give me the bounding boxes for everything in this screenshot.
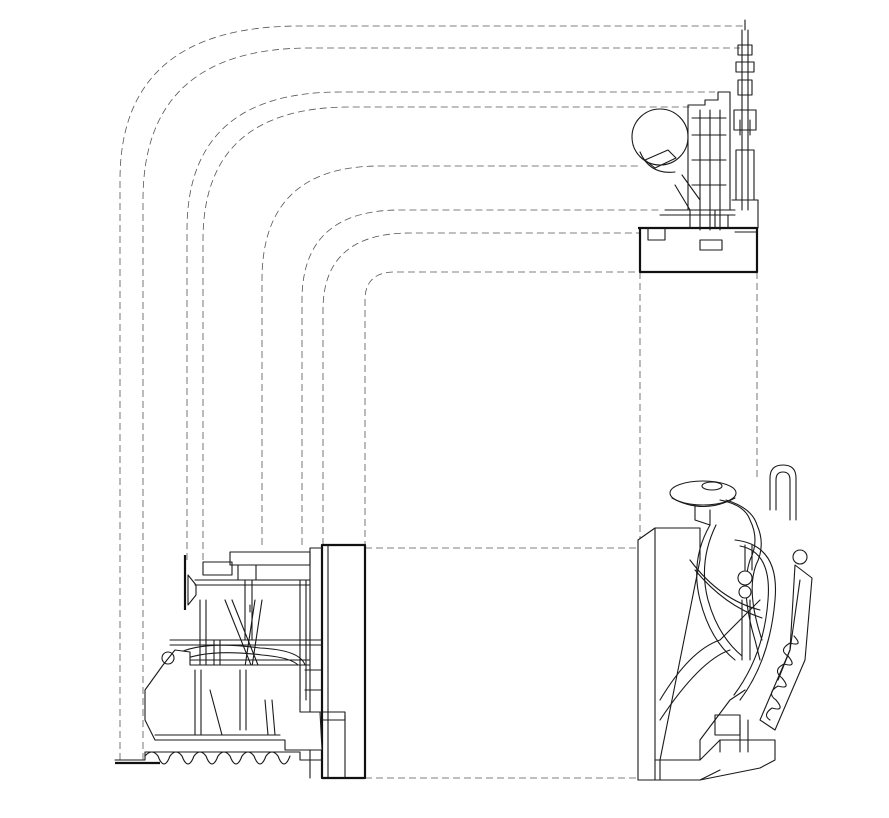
top-view: [631, 19, 759, 274]
projection-line-1: [119, 25, 745, 760]
top-view-tower: [741, 29, 749, 211]
isometric-sphere-3: [792, 549, 808, 565]
projection-line-8: [364, 271, 640, 548]
isometric-hook: [769, 464, 797, 521]
isometric-coil-column: [759, 564, 813, 731]
isometric-sphere-1: [737, 570, 753, 586]
isometric-block: [637, 527, 701, 781]
front-view: [114, 543, 367, 780]
isometric-dish: [669, 480, 737, 506]
isometric-view: [637, 464, 813, 781]
projection-line-5: [261, 165, 640, 545]
front-view-body: [144, 649, 323, 751]
projection-line-2: [142, 47, 740, 760]
projection-line-7: [322, 232, 640, 545]
projection-line-4: [202, 106, 690, 560]
projection-line-6: [301, 209, 660, 545]
front-view-wall: [320, 543, 367, 780]
projection-line-3: [186, 91, 715, 560]
top-view-base: [638, 226, 759, 274]
front-view-coils: [144, 751, 291, 765]
projection-lines: [119, 25, 758, 779]
top-view-bowl: [631, 108, 689, 166]
isometric-sphere-2: [738, 585, 752, 599]
